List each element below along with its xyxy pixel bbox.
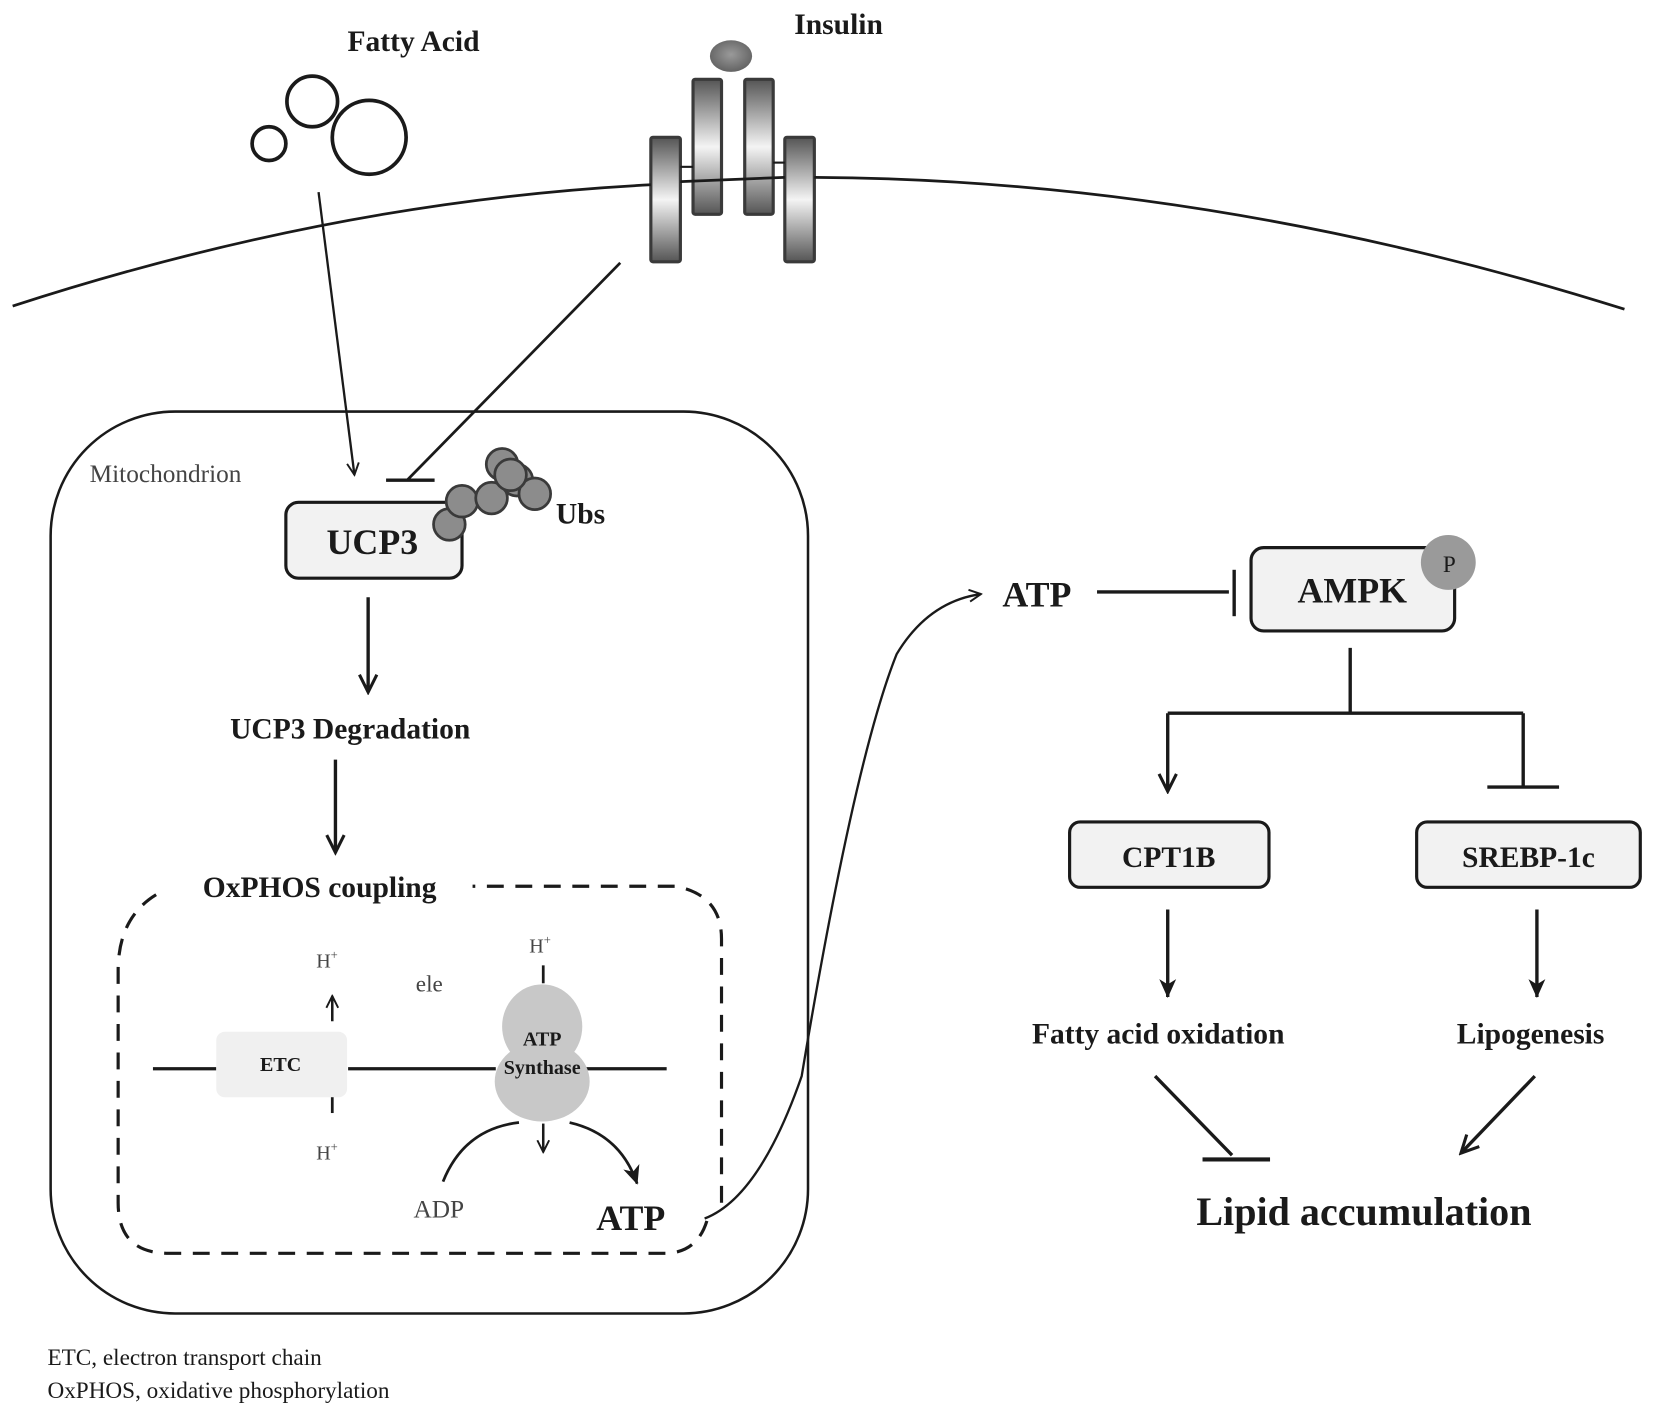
mito-atp-label: ATP: [596, 1198, 665, 1238]
ampk-node: AMPK: [1249, 546, 1457, 633]
atp-synthase-complex: ATP Synthase: [494, 984, 590, 1122]
footnote-oxphos: OxPHOS, oxidative phosphorylation: [47, 1378, 389, 1404]
ampk-label: AMPK: [1298, 570, 1408, 610]
h-plus-top-right: H+: [529, 933, 551, 957]
oxphos-region: [116, 884, 724, 1255]
cpt1b-label: CPT1B: [1122, 842, 1215, 874]
cytoplasm-atp-label: ATP: [1002, 575, 1071, 615]
insulin-label: Insulin: [794, 9, 883, 41]
atp-export-arrow: [704, 594, 981, 1220]
h-plus-bottom: H+: [316, 1140, 338, 1164]
insulin-inhibition-line: [406, 261, 622, 482]
fatty-acid-droplets-icon: [250, 74, 408, 177]
lipogenesis-label: Lipogenesis: [1457, 1018, 1605, 1050]
phosphorylation-badge: P: [1420, 534, 1476, 590]
srebp1c-node: SREBP-1c: [1415, 820, 1642, 889]
fatty-acid-arrow: [317, 192, 355, 475]
insulin-receptor-icon: [649, 40, 816, 264]
mitochondrion-label: Mitochondrion: [90, 460, 242, 488]
ucp3-degradation-label: UCP3 Degradation: [230, 714, 470, 746]
atp-production-arrow: [569, 1121, 640, 1185]
etc-label: ETC: [260, 1054, 301, 1076]
ucp3-node: UCP3: [284, 500, 464, 580]
ubiquitin-chain-icon: [432, 447, 553, 542]
fatty-acid-label: Fatty Acid: [348, 26, 481, 58]
electron-label: ele: [416, 972, 443, 998]
cell-membrane: [12, 176, 1625, 311]
adp-label: ADP: [414, 1195, 465, 1223]
srebp1c-label: SREBP-1c: [1462, 842, 1595, 874]
footnote-etc: ETC, electron transport chain: [47, 1345, 322, 1371]
fatty-acid-oxidation-label: Fatty acid oxidation: [1032, 1018, 1285, 1050]
fao-inhibits-lipid-line: [1153, 1074, 1234, 1157]
ucp3-label: UCP3: [327, 522, 419, 562]
cpt1b-node: CPT1B: [1068, 820, 1271, 889]
h-plus-top-left: H+: [316, 948, 338, 972]
phospho-label: P: [1443, 552, 1456, 578]
etc-complex: ETC: [216, 1031, 348, 1098]
oxphos-coupling-label: OxPHOS coupling: [203, 872, 437, 904]
atp-synthase-label-1: ATP: [523, 1029, 562, 1051]
lipid-accumulation-label: Lipid accumulation: [1196, 1189, 1531, 1234]
atp-synthase-label-2: Synthase: [504, 1057, 581, 1079]
adp-curve: [441, 1121, 520, 1183]
lipogenesis-promotes-lipid-arrow: [1461, 1074, 1537, 1153]
mitochondrion-compartment: [49, 410, 810, 1315]
ubs-label: Ubs: [556, 498, 605, 530]
